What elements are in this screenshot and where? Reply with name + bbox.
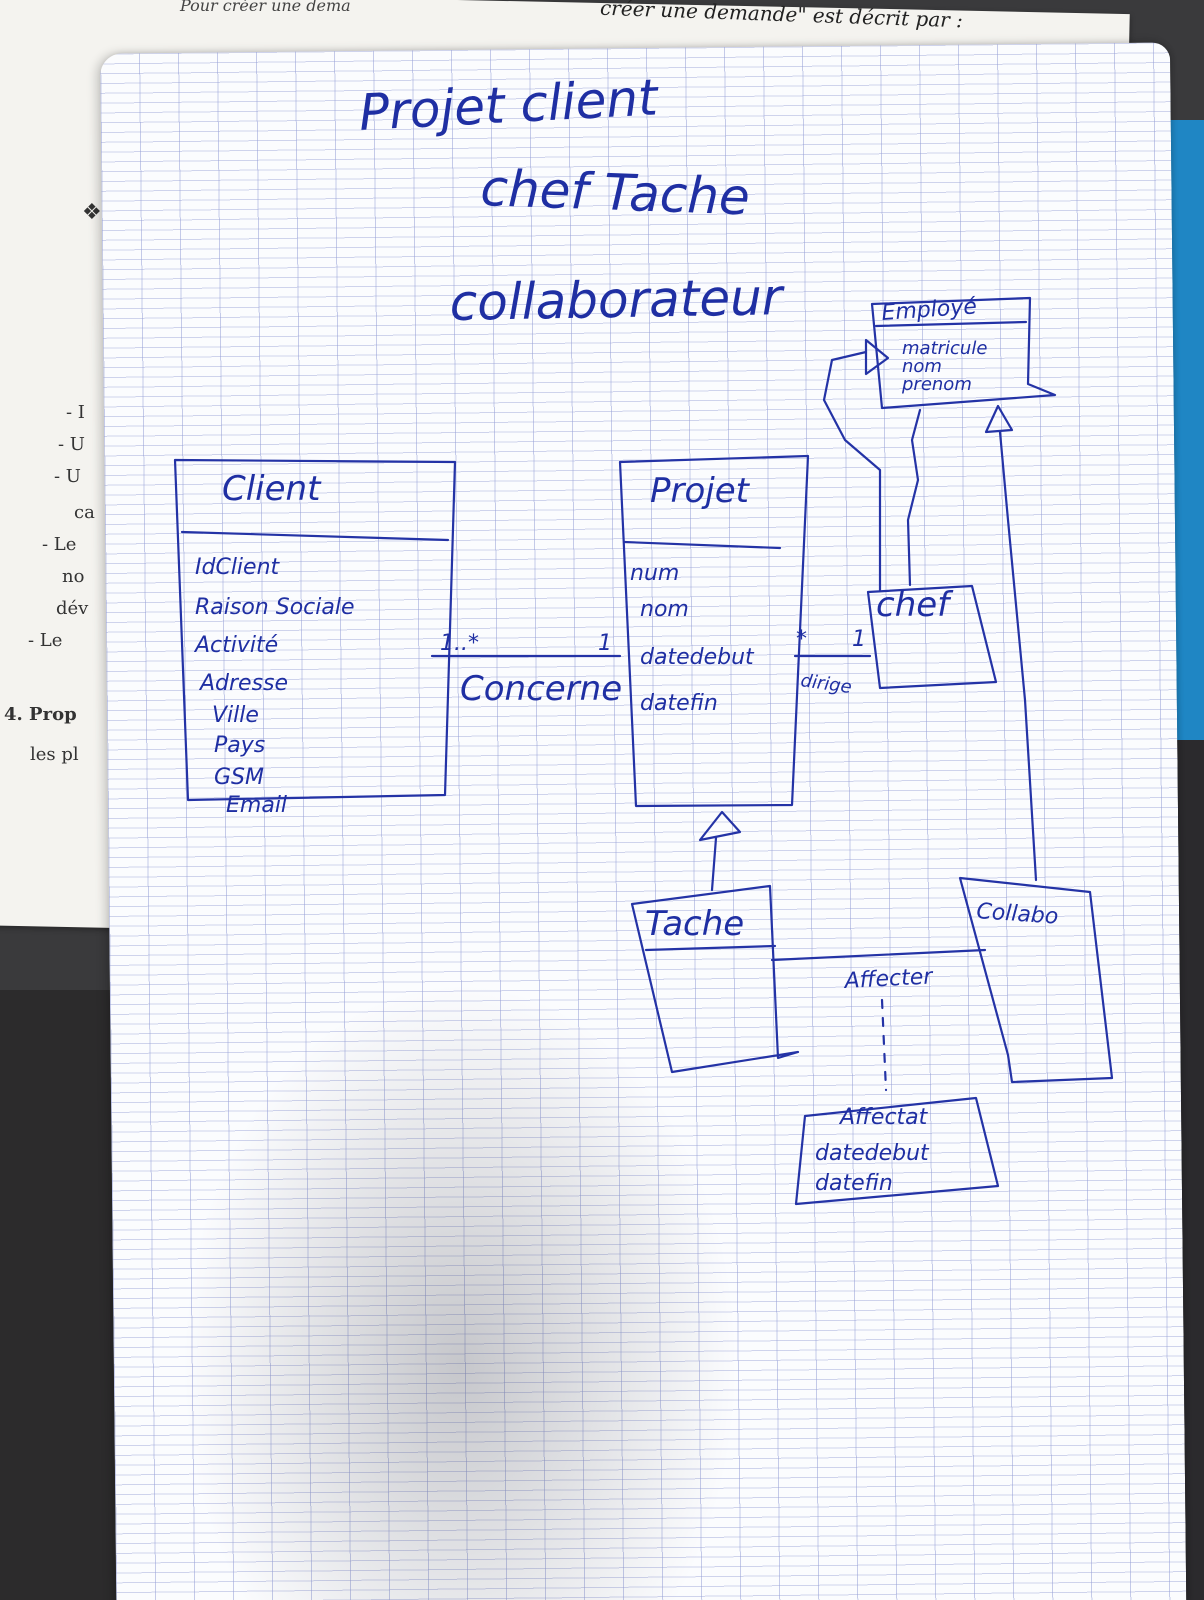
margin-item: - I [66, 402, 85, 423]
inheritance-arrowhead-icon [864, 338, 890, 376]
class-box [870, 296, 1057, 410]
margin-item: les pl [30, 744, 79, 765]
margin-item: - Le [42, 534, 77, 555]
class-box [618, 454, 810, 808]
inheritance-line [998, 430, 1038, 882]
inheritance-chef-employee [822, 338, 922, 592]
class-attribute: nom [902, 356, 942, 377]
class-name: Tache [645, 904, 744, 944]
class-attribute: GSM [214, 765, 264, 790]
margin-item: - U [58, 434, 85, 455]
class-attribute: num [630, 561, 679, 586]
class-attribute: Pays [214, 733, 265, 758]
worksheet-caption-left: Pour créer une dema [180, 0, 351, 15]
class-tache: Tache [630, 884, 800, 1074]
association-dirige: * 1 dirige [793, 627, 872, 698]
class-employee: Employé matricule nom prenom [870, 294, 1057, 410]
association-class-link [880, 998, 888, 1092]
multiplicity-label: 1 [852, 627, 866, 652]
class-box [958, 876, 1114, 1084]
association-label: Concerne [460, 669, 622, 709]
class-divider [644, 944, 777, 952]
class-attribute: Adresse [198, 671, 288, 696]
association-affecter: Affecter [770, 948, 987, 1092]
class-name: Client [222, 469, 322, 509]
inheritance-line [906, 408, 922, 587]
inheritance-line [710, 836, 718, 892]
note-line: chef Tache [480, 159, 751, 226]
note-line: Projet client [358, 68, 662, 142]
class-box [173, 458, 457, 802]
inheritance-collab-employee [984, 404, 1038, 882]
class-attribute: Raison Sociale [195, 595, 355, 620]
class-name: Affectat [838, 1105, 929, 1130]
class-attribute: Ville [212, 703, 259, 728]
class-attribute: matricule [902, 338, 987, 359]
class-name: Employé [881, 294, 978, 326]
inheritance-arrowhead-icon [698, 810, 742, 842]
class-divider [874, 320, 1028, 328]
class-attribute: datefin [815, 1171, 893, 1196]
class-attribute: Email [226, 793, 287, 818]
class-client: Client IdClient Raison Sociale Activité … [173, 458, 457, 818]
class-divider [180, 530, 450, 542]
class-name: Collabo [976, 899, 1059, 930]
association-label: dirige [799, 670, 853, 698]
inheritance-tache-projet [698, 810, 742, 892]
class-attribute: nom [640, 597, 689, 622]
margin-item: dév [56, 598, 89, 619]
note-line: collaborateur [449, 268, 786, 332]
margin-item: no [62, 566, 85, 587]
class-attribute: Activité [193, 633, 278, 658]
class-attribute: datefin [640, 691, 718, 716]
class-box [866, 584, 998, 690]
multiplicity-label: 1 [598, 631, 612, 656]
class-divider [622, 540, 782, 550]
association-concerne: 1..* 1 Concerne [430, 631, 622, 709]
class-affectation: Affectat datedebut datefin [794, 1096, 1000, 1206]
class-box [630, 884, 800, 1074]
class-projet: Projet num nom datedebut datefin [618, 454, 810, 808]
diamond-bullet-icon: ❖ [82, 200, 102, 225]
class-name: chef [876, 585, 954, 625]
class-chef: chef [866, 584, 998, 690]
association-label: Affecter [842, 964, 935, 994]
class-attribute: prenom [901, 374, 972, 395]
multiplicity-label: * [796, 627, 807, 652]
class-attribute: IdClient [195, 555, 281, 580]
inheritance-line [822, 350, 882, 592]
margin-item: - U [54, 466, 81, 487]
class-collab: Collabo [958, 876, 1114, 1084]
class-box [794, 1096, 1000, 1206]
margin-item: ca [74, 502, 95, 523]
class-attribute: datedebut [640, 645, 755, 670]
hand-shadow [180, 980, 740, 1600]
margin-item: - Le [28, 630, 63, 651]
class-name: Projet [650, 471, 751, 511]
association-line [770, 948, 987, 962]
multiplicity-label: 1..* [440, 631, 479, 656]
inheritance-arrowhead-icon [984, 404, 1014, 434]
class-attribute: datedebut [815, 1141, 930, 1166]
margin-item: 4. Prop [4, 704, 77, 725]
